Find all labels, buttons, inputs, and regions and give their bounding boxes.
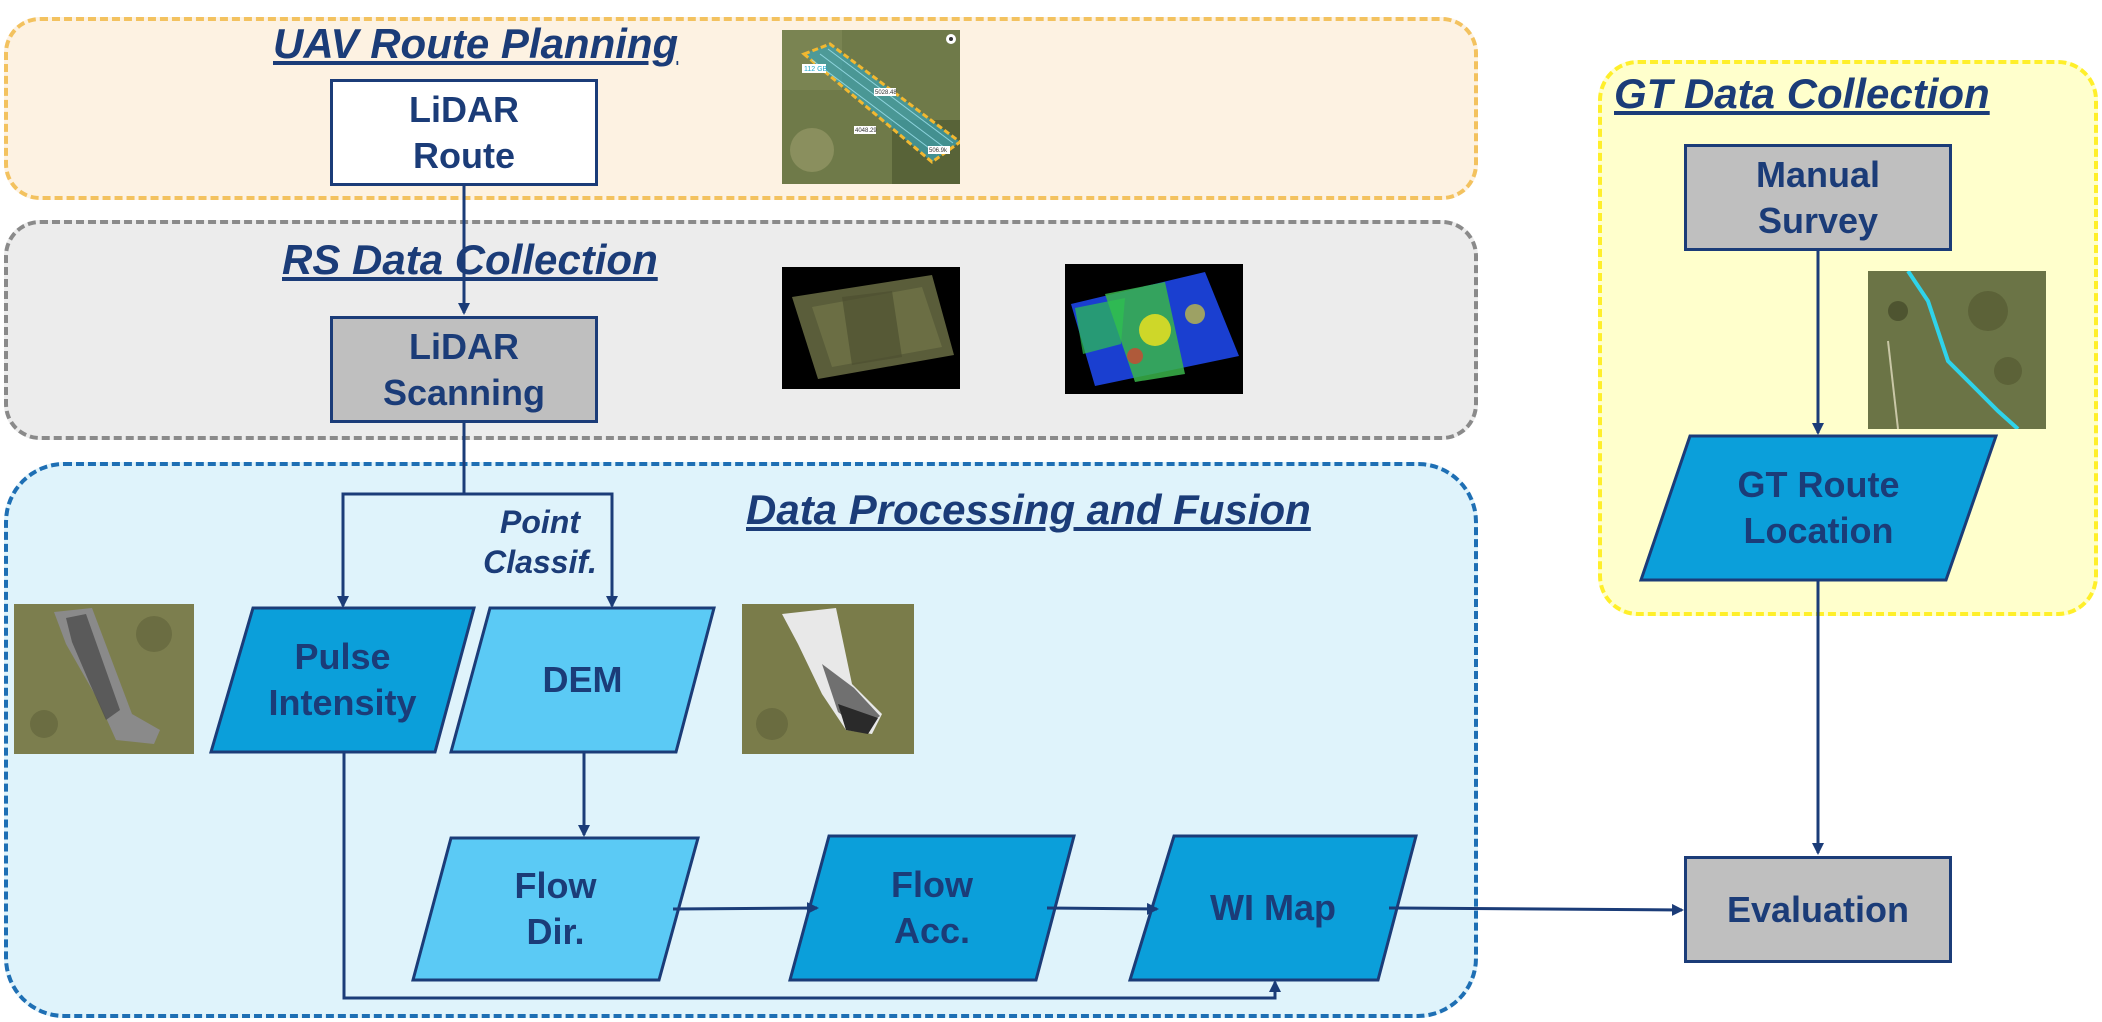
evaluation-label: Evaluation: [1726, 888, 1910, 930]
uav-route-planning-title: UAV Route Planning: [273, 20, 679, 67]
point-cloud-height-image: [1065, 264, 1243, 394]
edge-scanning-to-dem: [343, 492, 618, 608]
dem-shape: [449, 606, 716, 754]
edge-pulse-to-wimap: [342, 752, 1281, 1000]
pulse-intensity-image: [14, 604, 194, 754]
route-map-label-1: 112 GB: [804, 66, 828, 73]
flow-dir-shape: [411, 836, 700, 982]
point-cloud-rgb-image: [782, 267, 960, 389]
manual-survey-label: Manual Survey: [1755, 153, 1880, 241]
route-map-label-2: 5028.48: [875, 90, 897, 96]
gt-route-image: [1868, 271, 2046, 429]
manual-survey-node: Manual Survey: [1684, 144, 1952, 251]
flow-acc-shape: [788, 834, 1076, 982]
wi-map-shape: [1127, 834, 1418, 982]
evaluation-node: Evaluation: [1684, 856, 1952, 963]
lidar-scanning-node: LiDAR Scanning: [330, 316, 598, 423]
dem-image: [742, 604, 914, 754]
point-classif-label: Point Classif.: [483, 504, 597, 580]
edge-flowdir-to-flowacc: [672, 902, 819, 915]
route-map-label-3: 4048.29: [855, 128, 877, 134]
edge-scanning-split: [337, 423, 466, 608]
lidar-route-node: LiDAR Route: [330, 79, 598, 186]
rs-data-collection-title: RS Data Collection: [282, 236, 658, 283]
gt-data-collection-title: GT Data Collection: [1614, 70, 1990, 117]
gt-route-location-shape: [1638, 434, 1999, 582]
pulse-intensity-shape: [209, 606, 476, 754]
edge-flowacc-to-wimap: [1046, 902, 1159, 915]
lidar-route-label: LiDAR Route: [409, 88, 519, 176]
route-map-label-4: 506.9k: [929, 148, 948, 154]
uav-route-planning-region: [4, 17, 1478, 200]
data-processing-fusion-title: Data Processing and Fusion: [746, 486, 1311, 533]
edge-wimap-to-evaluation: [1388, 903, 1684, 916]
route-plan-map-image: 112 GB 5028.48 4048.29 506.9k: [782, 30, 960, 184]
lidar-scanning-label: LiDAR Scanning: [382, 325, 546, 413]
